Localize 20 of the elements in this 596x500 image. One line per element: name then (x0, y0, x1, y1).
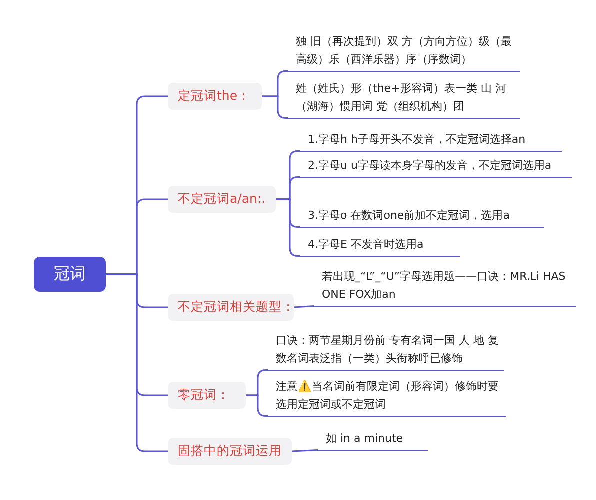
subtopic-text: 注意⚠当名词前有限定词（形容词）修饰时要选用定冠词或不定冠词 (268, 378, 506, 417)
topic-box: 定冠词the： (168, 83, 262, 110)
connector-line (246, 394, 268, 417)
connector-line (294, 306, 314, 308)
topic-box: 零冠词： (168, 382, 246, 409)
subtopic-text: 2.字母u u字母读本身字母的发音，不定冠词选用a (300, 157, 572, 178)
subtopic-text: 4.字母E 不发音时选用a (300, 236, 460, 257)
subtopic-text: 独 旧（再次提到）双 方（方向方位）级（最高级）乐（西洋乐器）序（序数词） (288, 33, 520, 72)
subtopic-text: 如 in a minute (318, 430, 428, 451)
subtopic-text: 若出现_“L”_“U”字母选用题——口诀：MR.Li HAS ONE FOX加an (314, 268, 576, 307)
subtopic-text: 姓（姓氏）形（the+形容词）表一类 山 河（湖海）惯用词 党（组织机构）团 (288, 80, 520, 119)
topic-box: 固搭中的冠词运用 (168, 438, 292, 465)
topic-box: 不定冠词a/an:. (168, 186, 276, 213)
central-topic-box: 冠词 (34, 257, 106, 292)
connector-line (106, 274, 168, 452)
subtopic-text: 口诀：两节星期月份前 专有名词一国 人 地 复数名词表泛指（一类）头衔称呼已修饰 (268, 332, 504, 371)
topic-box: 不定冠词相关题型： (168, 294, 294, 321)
connector-line (292, 450, 318, 452)
subtopic-text: 3.字母o 在数词one前加不定冠词，选用a (300, 207, 544, 228)
subtopic-text: 1.字母h h子母开头不发音，不定冠词选择an (300, 131, 562, 152)
